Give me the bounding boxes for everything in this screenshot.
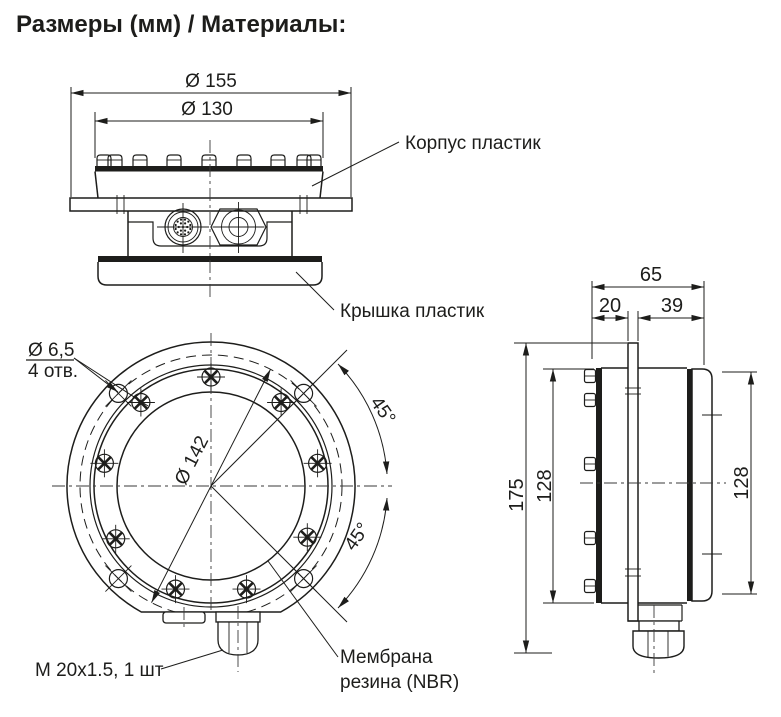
label-cover-material: Крышка пластик — [340, 301, 485, 322]
housing-body — [94, 171, 324, 199]
dim-outer-diameter-group: Ø 155 — [70, 71, 352, 197]
mounting-plate — [627, 342, 639, 622]
label-holes-count: 4 отв. — [28, 361, 78, 382]
dim-inner-diameter-group: Ø 130 — [94, 99, 324, 158]
label-membrane-line1: Мембрана — [340, 647, 433, 668]
top-view-drawing: Ø 155 Ø 130 — [69, 71, 541, 322]
cable-gland-front — [215, 606, 261, 672]
width-dimensions: 65 20 39 — [591, 264, 705, 365]
cable-gland-side — [628, 604, 685, 674]
front-view-drawing: Ø 142 45° 45° Ø 6,5 4 отв. — [26, 333, 459, 693]
leader-body-material — [311, 141, 400, 187]
dim-inner-diameter: Ø 130 — [181, 99, 233, 120]
mounting-flange — [69, 197, 353, 212]
side-view-drawing: 65 20 39 — [506, 264, 757, 674]
cover-bolts-row — [96, 154, 322, 167]
leader-gland — [160, 649, 224, 670]
leader-cover-material — [295, 271, 335, 311]
angle-label-bottom: 45° — [341, 519, 375, 555]
dim-front-depth: 20 — [599, 295, 621, 317]
dim-total-width: 65 — [640, 264, 662, 286]
page-title: Размеры (мм) / Материалы: — [16, 11, 346, 38]
holes-note: Ø 6,5 4 отв. — [26, 340, 149, 407]
label-cable-gland: М 20x1.5, 1 шт — [35, 660, 164, 681]
label-holes-dia: Ø 6,5 — [28, 340, 74, 361]
gland-nut-connector-icon — [210, 202, 267, 253]
side-housing — [596, 367, 722, 604]
leader-membrane — [267, 560, 339, 658]
multipin-connector-icon — [157, 203, 209, 253]
label-membrane-line2: резина (NBR) — [340, 672, 459, 693]
flange-hole-marks — [116, 195, 308, 214]
bottom-gasket-band — [98, 256, 322, 262]
top-gasket-band — [95, 166, 323, 172]
side-cover — [691, 368, 713, 602]
dim-rear-depth: 39 — [661, 295, 683, 317]
height-dimensions: 175 128 128 — [506, 342, 757, 654]
dim-body-height-left: 128 — [534, 469, 556, 502]
front-gasket-band — [596, 368, 602, 603]
side-cover-screws — [583, 368, 597, 594]
angle-label-top: 45° — [366, 393, 400, 429]
rear-gasket-band — [687, 369, 692, 601]
label-body-material: Корпус пластик — [405, 133, 541, 154]
dim-bolt-circle: Ø 142 — [171, 433, 213, 489]
dim-outer-diameter: Ø 155 — [185, 71, 237, 92]
dim-body-height-right: 128 — [731, 466, 753, 499]
dim-total-height: 175 — [506, 478, 528, 511]
plate-hole-marks — [625, 387, 641, 577]
